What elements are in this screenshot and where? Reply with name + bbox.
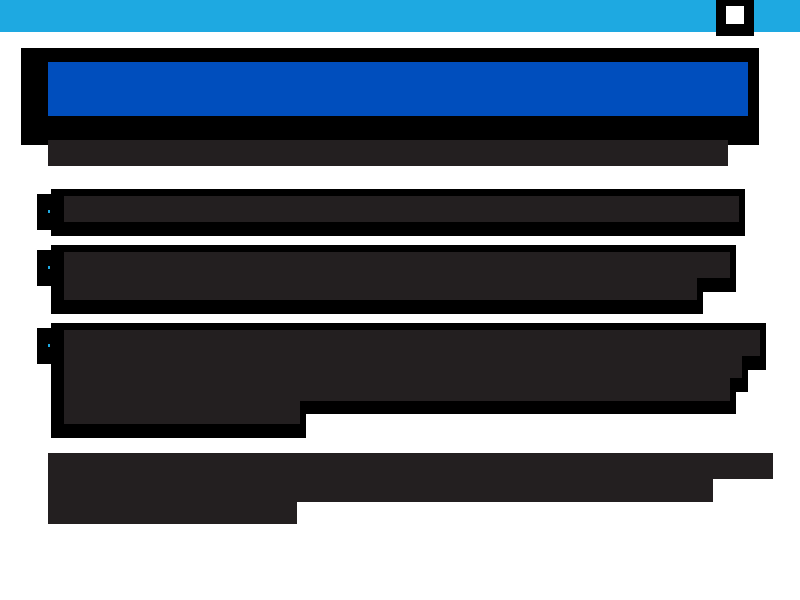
list-item-line — [64, 252, 730, 278]
list-item-line — [64, 330, 760, 356]
list-item-line — [64, 274, 697, 300]
list-item-line — [64, 375, 730, 401]
page-subtitle — [48, 140, 728, 166]
window-button-icon — [726, 6, 744, 24]
list-item-line — [64, 196, 739, 222]
list-item-line — [64, 397, 300, 424]
footer-text-line — [48, 479, 713, 502]
page-title — [48, 62, 748, 116]
footer-text-line — [48, 453, 773, 479]
list-item-line — [64, 352, 742, 378]
window-button[interactable] — [716, 0, 754, 36]
footer-text-line — [48, 502, 297, 524]
top-bar — [0, 0, 800, 32]
